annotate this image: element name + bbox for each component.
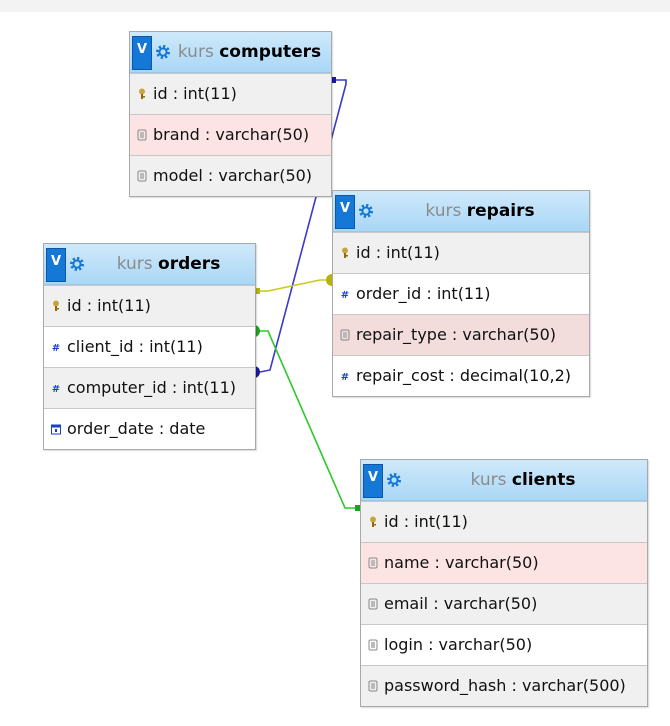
column-row[interactable]: id : int(11)	[44, 285, 255, 326]
column-row[interactable]: password_hash : varchar(500)	[361, 665, 647, 706]
database-name: kurs	[470, 470, 507, 490]
column-row[interactable]: # client_id : int(11)	[44, 326, 255, 367]
toggle-visibility-button[interactable]: V	[46, 248, 66, 282]
column-label: model : varchar(50)	[153, 166, 313, 185]
svg-text:#: #	[341, 372, 349, 382]
table-name: orders	[158, 254, 221, 274]
column-label: repair_type : varchar(50)	[356, 325, 557, 344]
key-icon	[53, 300, 59, 311]
field-icon	[340, 329, 350, 341]
column-row[interactable]: brand : varchar(50)	[130, 114, 331, 155]
column-row[interactable]: # computer_id : int(11)	[44, 367, 255, 408]
column-label: id : int(11)	[356, 243, 440, 262]
table-name: repairs	[466, 201, 535, 221]
toggle-visibility-button[interactable]: V	[335, 195, 355, 229]
table-title: kurs clients	[403, 460, 643, 500]
toggle-icon: V	[339, 201, 351, 216]
table-title: kurs computers	[172, 32, 327, 72]
column-label: brand : varchar(50)	[153, 125, 310, 144]
column-label: order_date : date	[67, 419, 206, 438]
table-clients[interactable]: V kurs clients id : int(11) name : varch…	[360, 459, 648, 707]
database-name: kurs	[425, 201, 462, 221]
column-row[interactable]: # order_id : int(11)	[333, 273, 589, 314]
column-label: login : varchar(50)	[384, 635, 533, 654]
key-icon	[139, 88, 145, 99]
column-row[interactable]: id : int(11)	[333, 232, 589, 273]
column-label: computer_id : int(11)	[67, 378, 237, 397]
column-row[interactable]: name : varchar(50)	[361, 542, 647, 583]
column-label: name : varchar(50)	[384, 553, 539, 572]
table-name: clients	[511, 470, 576, 490]
table-header[interactable]: V kurs computers	[130, 32, 331, 73]
toggle-icon: V	[50, 254, 62, 269]
top-strip	[0, 0, 670, 12]
field-icon	[368, 557, 378, 569]
column-label: repair_cost : decimal(10,2)	[356, 366, 571, 385]
column-label: id : int(11)	[67, 296, 151, 315]
column-label: id : int(11)	[384, 512, 468, 531]
column-label: email : varchar(50)	[384, 594, 538, 613]
table-header[interactable]: V kurs orders	[44, 244, 255, 285]
key-icon	[370, 516, 376, 527]
table-title: kurs orders	[86, 244, 251, 284]
table-header[interactable]: V kurs clients	[361, 460, 647, 501]
table-title: kurs repairs	[375, 191, 585, 231]
field-icon	[368, 598, 378, 610]
column-row[interactable]: login : varchar(50)	[361, 624, 647, 665]
svg-text:#: #	[52, 343, 60, 353]
table-name: computers	[219, 42, 322, 62]
database-name: kurs	[177, 42, 214, 62]
column-label: id : int(11)	[153, 84, 237, 103]
column-row[interactable]: repair_type : varchar(50)	[333, 314, 589, 355]
field-icon	[137, 129, 147, 141]
column-row[interactable]: email : varchar(50)	[361, 583, 647, 624]
toggle-icon: V	[367, 470, 379, 485]
gear-icon[interactable]	[358, 203, 374, 219]
toggle-icon: V	[136, 42, 148, 57]
numeric-icon: #	[341, 372, 349, 382]
column-label: order_id : int(11)	[356, 284, 491, 303]
svg-text:#: #	[52, 384, 60, 394]
numeric-icon: #	[341, 290, 349, 300]
numeric-icon: #	[52, 343, 60, 353]
key-icon	[342, 247, 348, 258]
column-label: password_hash : varchar(500)	[384, 676, 626, 695]
toggle-visibility-button[interactable]: V	[363, 464, 383, 498]
column-row[interactable]: order_date : date	[44, 408, 255, 449]
column-row[interactable]: id : int(11)	[361, 501, 647, 542]
gear-icon[interactable]	[69, 256, 85, 272]
numeric-icon: #	[52, 384, 60, 394]
field-icon	[368, 680, 378, 692]
table-orders[interactable]: V kurs orders id : int(11) # client_id :…	[43, 243, 256, 450]
database-name: kurs	[116, 254, 153, 274]
column-row[interactable]: id : int(11)	[130, 73, 331, 114]
relation-repair-link[interactable]	[254, 274, 332, 294]
date-icon	[51, 424, 61, 435]
gear-icon[interactable]	[155, 44, 171, 60]
table-repairs[interactable]: V kurs repairs id : int(11) # order_id :…	[332, 190, 590, 397]
svg-text:#: #	[341, 290, 349, 300]
table-computers[interactable]: V kurs computers id : int(11) brand : va…	[129, 31, 332, 197]
column-label: client_id : int(11)	[67, 337, 203, 356]
table-header[interactable]: V kurs repairs	[333, 191, 589, 232]
toggle-visibility-button[interactable]: V	[132, 36, 152, 70]
field-icon	[368, 639, 378, 651]
column-row[interactable]: model : varchar(50)	[130, 155, 331, 196]
gear-icon[interactable]	[386, 472, 402, 488]
column-row[interactable]: # repair_cost : decimal(10,2)	[333, 355, 589, 396]
field-icon	[137, 170, 147, 182]
